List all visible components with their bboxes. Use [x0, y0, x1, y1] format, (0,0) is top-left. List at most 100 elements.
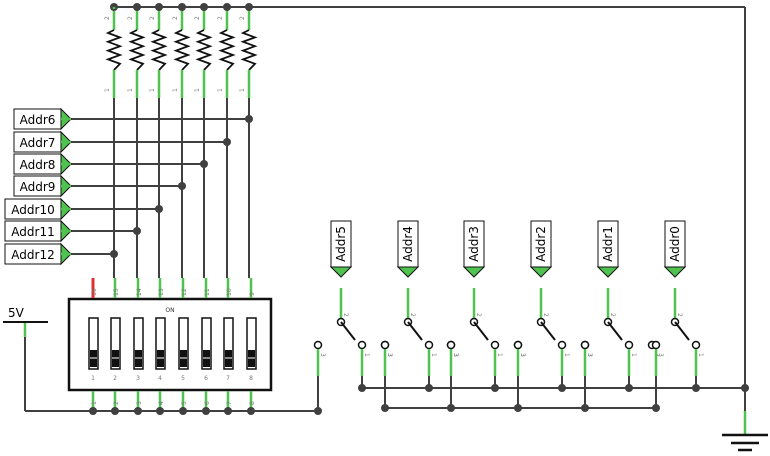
switch-pin-number: 2	[475, 313, 482, 317]
dip-bottom-pin-number: 6	[204, 401, 211, 405]
top-label-group: Addr5 Addr4 Addr3 Addr2 Addr1 Addr0	[329, 220, 687, 278]
address-label-text: Addr1	[601, 226, 615, 262]
dip-inner-number: 3	[136, 375, 140, 382]
junction-dot	[245, 3, 253, 11]
address-label-addr8: Addr8	[13, 152, 72, 176]
switch-pin-number: 3	[586, 353, 593, 357]
junction-dot	[425, 384, 433, 392]
dip-slot	[88, 317, 99, 370]
dip-inner-number: 6	[204, 375, 208, 382]
address-label-text: Addr7	[20, 136, 56, 150]
resistor-pin-bottom: 1	[127, 88, 134, 92]
address-label-addr4: Addr4	[396, 220, 420, 278]
junction-dot	[223, 138, 231, 146]
dip-bottom-pin-number: 4	[158, 401, 165, 405]
resistor-pin-bottom: 1	[239, 88, 246, 92]
dip-top-pin-number: 16	[91, 288, 98, 296]
junction-dot	[200, 160, 208, 168]
resistor-pin-top: 2	[172, 16, 179, 20]
dip-bottom-pin-number: 8	[249, 401, 256, 405]
address-label-addr0: Addr0	[663, 220, 687, 278]
address-label-text: Addr6	[20, 113, 56, 127]
address-label-addr12: Addr12	[4, 242, 72, 266]
switch-pin-number: 1	[496, 353, 503, 357]
bottom-buses	[362, 387, 745, 409]
dip-bottom-pin-number: 5	[181, 401, 188, 405]
switch-pin-number: 3	[452, 353, 459, 357]
address-label-text: Addr2	[534, 226, 548, 262]
switch-pin-number: 1	[697, 353, 704, 357]
slide-switch: 213	[313, 288, 370, 392]
power-label: 5V	[8, 306, 25, 320]
junction-dot	[581, 404, 589, 412]
junction-dot	[223, 3, 231, 11]
slide-switch: 2 1 3	[513, 288, 570, 392]
switch-pin-number: 3	[386, 353, 393, 357]
junction-dot	[358, 384, 366, 392]
junction-dot	[447, 404, 455, 412]
resistor: 21	[127, 3, 146, 98]
address-label-addr9: Addr9	[13, 174, 72, 198]
switch-pin-number: 3	[386, 353, 393, 357]
address-wires-left	[71, 115, 253, 258]
resistor-pin-bottom: 1	[149, 88, 156, 92]
junction-dot	[133, 227, 141, 235]
junction-dot	[155, 3, 163, 11]
address-label-text: Addr4	[401, 226, 415, 262]
slide-switch: 213	[580, 288, 637, 392]
switch-pin-number: 1	[563, 353, 570, 357]
resistor-pin-bottom: 1	[217, 88, 224, 92]
junction-dot	[155, 205, 163, 213]
ground-symbol	[722, 384, 768, 452]
switch-group: 21321321321321321333333	[313, 288, 704, 415]
resistor: 21	[194, 3, 213, 98]
dip-slot	[223, 317, 234, 370]
junction-dot	[178, 182, 186, 190]
dip-inner-number: 1	[91, 375, 95, 382]
dip-slot	[246, 317, 257, 370]
junction-dot	[245, 115, 253, 123]
resistor-pin-top: 2	[194, 16, 201, 20]
switch-pin-number: 1	[363, 353, 370, 357]
address-label-text: Addr5	[334, 226, 348, 262]
dip-bottom-pin-number: 3	[136, 401, 143, 405]
junction-dot	[110, 250, 118, 258]
dip-inner-number: 7	[226, 375, 230, 382]
switch-pin-number: 3	[452, 353, 459, 357]
switch-pin-number: 2	[409, 313, 416, 317]
switch-pin-number: 2	[542, 313, 549, 317]
junction-dot	[178, 3, 186, 11]
address-label-text: Addr9	[20, 180, 56, 194]
address-label-addr10: Addr10	[4, 197, 72, 221]
switch-pin-number: 3	[586, 353, 593, 357]
dip-inner-number: 2	[113, 375, 117, 382]
resistor-pin-bottom: 1	[194, 88, 201, 92]
address-label-addr3: Addr3	[462, 220, 486, 278]
dip-inner-number: 4	[158, 375, 162, 382]
junction-dot	[625, 384, 633, 392]
dip-bottom-pin-number: 2	[113, 401, 120, 405]
resistor: 21	[239, 3, 258, 98]
switch-pin-number: 2	[676, 313, 683, 317]
junction-dot	[514, 404, 522, 412]
power-5v: 5V	[3, 306, 318, 412]
resistor-pin-bottom: 1	[104, 88, 111, 92]
junction-dot	[652, 404, 660, 412]
junction-dot	[381, 404, 389, 412]
dip-top-pin-number: 11	[204, 288, 211, 296]
resistor: 21	[104, 3, 123, 98]
dip-top-pin-number: 9	[249, 292, 256, 296]
switch-pin-number: 3	[519, 353, 526, 357]
slide-switch: 213	[380, 288, 437, 392]
address-label-addr5: Addr5	[329, 220, 353, 278]
slide-switch: 2 1 3	[446, 288, 503, 392]
address-label-addr6: Addr6	[13, 107, 72, 131]
dip-top-pin-number: 12	[181, 288, 188, 296]
switch-pin-number: 2	[342, 313, 349, 317]
address-label-text: Addr3	[467, 226, 481, 262]
resistor-pin-top: 2	[104, 16, 111, 20]
switch-pin-number: 3	[657, 353, 664, 357]
address-label-text: Addr11	[11, 225, 54, 239]
resistor-pin-bottom: 1	[172, 88, 179, 92]
